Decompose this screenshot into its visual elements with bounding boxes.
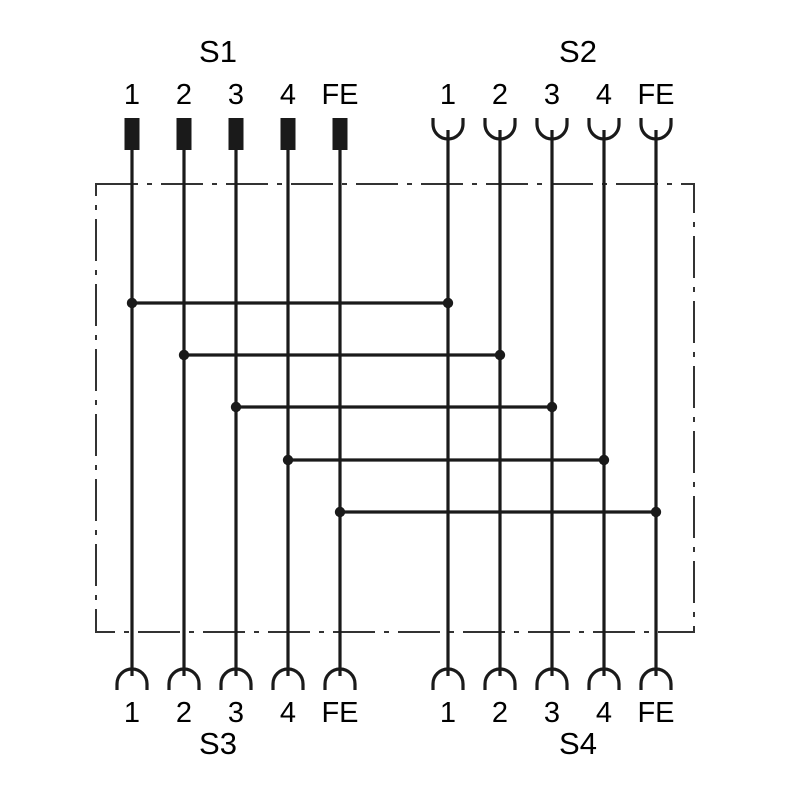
- junction-dot-group: [126, 297, 662, 518]
- terminal-socket-S2-4: [587, 118, 621, 141]
- pin-label-S2-4: 4: [596, 79, 612, 111]
- pin-label-S4-4: 4: [596, 697, 612, 729]
- connector-label-S4: S4: [559, 726, 597, 761]
- junction-dot: [442, 297, 454, 309]
- terminal-pin-S1-2: [176, 118, 192, 150]
- terminal-group: [115, 118, 673, 690]
- pin-label-S2-3: 3: [544, 79, 560, 111]
- housing-outline: [95, 183, 695, 633]
- terminal-socket-S4-FE: [639, 667, 673, 690]
- pin-label-S1-2: 2: [176, 79, 192, 111]
- pin-label-S1-1: 1: [124, 79, 140, 111]
- terminal-socket-S3-4: [271, 667, 305, 690]
- terminal-socket-S4-3: [535, 667, 569, 690]
- pin-label-S2-2: 2: [492, 79, 508, 111]
- junction-dot: [650, 506, 662, 518]
- housing-outline-group: [95, 183, 695, 633]
- vertical-conductor-group: [130, 130, 658, 676]
- terminal-socket-S2-3: [535, 118, 569, 141]
- terminal-pin-S1-FE: [332, 118, 348, 150]
- junction-dot: [546, 401, 558, 413]
- pin-label-S4-FE: FE: [637, 697, 674, 729]
- pin-label-S3-4: 4: [280, 697, 296, 729]
- junction-dot: [598, 454, 610, 466]
- terminal-socket-S3-FE: [323, 667, 357, 690]
- pin-label-S1-4: 4: [280, 79, 296, 111]
- pin-label-S4-2: 2: [492, 697, 508, 729]
- terminal-pin-S1-1: [124, 118, 140, 150]
- pin-label-S4-1: 1: [440, 697, 456, 729]
- pin-label-S1-FE: FE: [321, 79, 358, 111]
- junction-dot: [334, 506, 346, 518]
- connector-label-S3: S3: [199, 726, 237, 761]
- pin-label-S3-3: 3: [228, 697, 244, 729]
- terminal-socket-S4-4: [587, 667, 621, 690]
- pin-label-S2-FE: FE: [637, 79, 674, 111]
- terminal-socket-S2-2: [483, 118, 517, 141]
- bus-conductor-group: [132, 301, 656, 514]
- terminal-socket-S3-1: [115, 667, 149, 690]
- pin-label-S4-3: 3: [544, 697, 560, 729]
- junction-dot: [282, 454, 294, 466]
- terminal-socket-S4-2: [483, 667, 517, 690]
- pin-label-S1-3: 3: [228, 79, 244, 111]
- terminal-socket-S2-1: [431, 118, 465, 141]
- connector-label-S1: S1: [199, 34, 237, 69]
- terminal-socket-S2-FE: [639, 118, 673, 141]
- junction-dot: [230, 401, 242, 413]
- terminal-pin-S1-4: [280, 118, 296, 150]
- terminal-socket-S3-2: [167, 667, 201, 690]
- pin-label-S3-FE: FE: [321, 697, 358, 729]
- connector-label-S2: S2: [559, 34, 597, 69]
- pin-label-S3-2: 2: [176, 697, 192, 729]
- junction-dot: [494, 349, 506, 361]
- junction-dot: [126, 297, 138, 309]
- terminal-socket-S4-1: [431, 667, 465, 690]
- pin-label-S2-1: 1: [440, 79, 456, 111]
- terminal-pin-S1-3: [228, 118, 244, 150]
- pin-label-S3-1: 1: [124, 697, 140, 729]
- junction-dot: [178, 349, 190, 361]
- terminal-socket-S3-3: [219, 667, 253, 690]
